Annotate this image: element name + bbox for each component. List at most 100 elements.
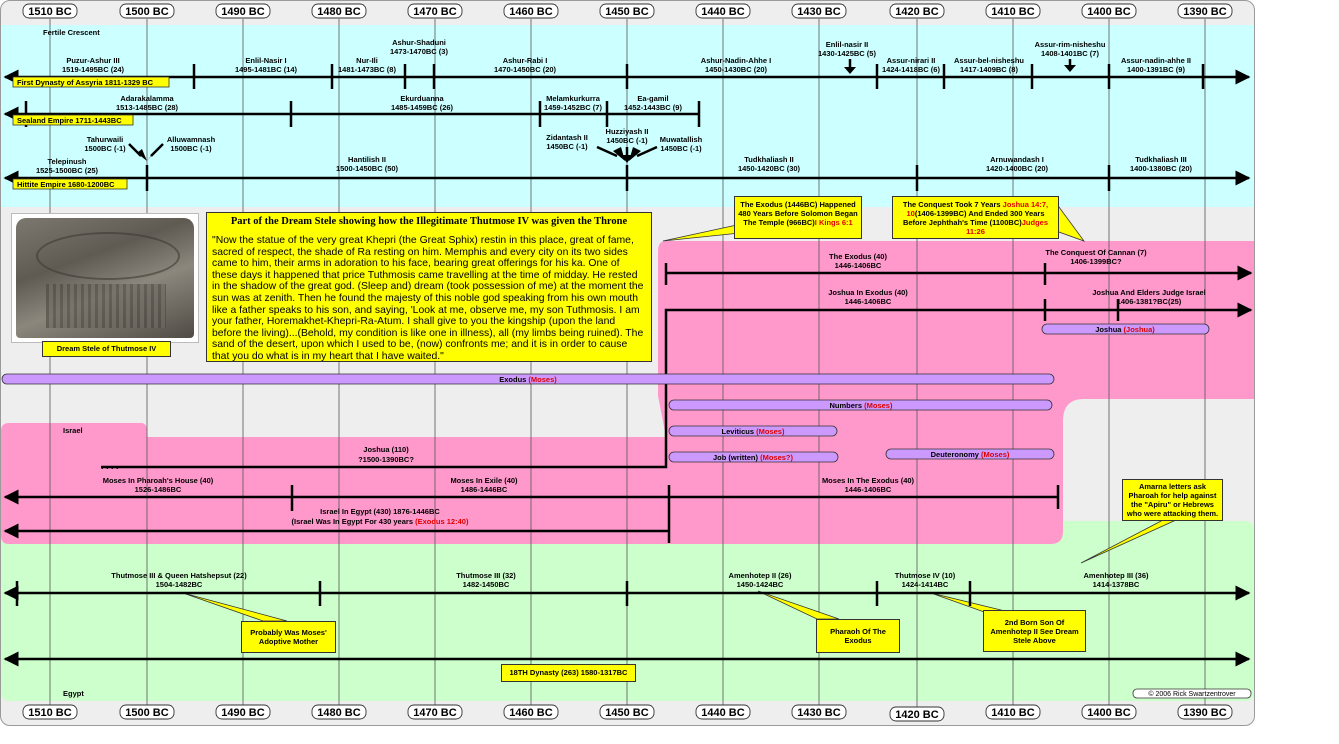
year-tick-box xyxy=(119,3,175,19)
year-tick-box xyxy=(1177,704,1233,720)
sealand-ruler-name: Adarakalamma xyxy=(120,94,174,103)
year-tick-label: 1460 BC xyxy=(509,6,552,18)
assyria-ruler-dates: 1417-1409BC (8) xyxy=(960,65,1018,74)
callout-conquest: The Conquest Took 7 Years Joshua 14:7, 1… xyxy=(892,196,1059,239)
exodus-years-dates: 1446-1406BC xyxy=(835,261,882,270)
hittite-ruler-name: Hantilish II xyxy=(348,155,386,164)
hittite-ruler-name: Huzziyash II xyxy=(606,127,649,136)
moses-pharaoh-label: Moses In Pharoah's House (40) xyxy=(103,476,214,485)
year-tick-box xyxy=(119,704,175,720)
assyria-ruler-dates: 1408-1401BC (7) xyxy=(1041,49,1099,58)
assyria-ruler-dates: 1519-1495BC (24) xyxy=(62,65,125,74)
israel-in-egypt-2: (Israel Was In Egypt For 430 years (Exod… xyxy=(292,517,469,526)
year-tick-label: 1440 BC xyxy=(701,6,744,18)
year-tick-label: 1420 BC xyxy=(895,709,938,721)
assyria-ruler-name: Enlil-Nasir I xyxy=(245,56,286,65)
year-tick-box xyxy=(1177,3,1233,19)
year-tick-label: 1510 BC xyxy=(28,707,71,719)
year-tick-box xyxy=(791,3,847,19)
year-tick-box xyxy=(791,704,847,720)
book-job: Job (written) (Moses?) xyxy=(713,453,794,462)
assyria-ruler-dates: 1424-1418BC (6) xyxy=(882,65,940,74)
egypt-ruler-name: Thutmose III (32) xyxy=(456,571,516,580)
year-tick-box xyxy=(695,3,751,19)
hittite-ruler-dates: 1500BC (-1) xyxy=(84,144,126,153)
assyria-ruler-name: Assur-nirari II xyxy=(887,56,936,65)
year-tick-label: 1430 BC xyxy=(797,707,840,719)
book-joshua: Joshua (Joshua) xyxy=(1095,325,1155,334)
sealand-ruler-dates: 1513-1485BC (28) xyxy=(116,103,179,112)
joshua-elders-label: Joshua And Elders Judge Israel xyxy=(1092,288,1206,297)
region-fertile: Fertile Crescent xyxy=(43,28,100,37)
callout-text: (1406-1399BC) And Ended 300 Years Before… xyxy=(902,209,1045,227)
year-tick-box xyxy=(503,704,559,720)
year-tick-box xyxy=(22,704,78,720)
assyria-ruler-name: Ashur-Nadin-Ahhe I xyxy=(701,56,771,65)
stele-title: Part of the Dream Stele showing how the … xyxy=(230,216,628,227)
exodus-years-label: The Exodus (40) xyxy=(829,252,887,261)
israel-in-egypt: Israel In Egypt (430) 1876-1446BC xyxy=(320,507,440,516)
hittite-ruler-name: Zidantash II xyxy=(546,133,588,142)
year-tick-label: 1500 BC xyxy=(125,6,168,18)
hittite-ruler-dates: 1450BC (-1) xyxy=(546,142,588,151)
egypt-ruler-name: Thutmose III & Queen Hatshepsut (22) xyxy=(111,571,247,580)
region-israel: Israel xyxy=(63,426,83,435)
year-tick-label: 1420 BC xyxy=(895,6,938,18)
callout-second-son: 2nd Born Son Of Amenhotep II See Dream S… xyxy=(983,610,1086,652)
hittite-ruler-dates: 1450BC (-1) xyxy=(660,144,702,153)
year-tick-box xyxy=(311,704,367,720)
assyria-ruler-name: Ashur-Rabi I xyxy=(503,56,548,65)
year-tick-box xyxy=(407,704,463,720)
year-tick-label: 1390 BC xyxy=(1183,707,1226,719)
joshua-life-dates: ?1500-1390BC? xyxy=(358,455,414,464)
year-tick-label: 1450 BC xyxy=(605,707,648,719)
year-tick-box xyxy=(22,3,78,19)
sealand-ruler-dates: 1485-1459BC (26) xyxy=(391,103,454,112)
stele-body: "Now the statue of the very great Khepri… xyxy=(212,235,644,362)
dream-stele-photo xyxy=(11,213,199,343)
assyria-ruler-dates: 1470-1450BC (20) xyxy=(494,65,557,74)
year-tick-box xyxy=(1081,704,1137,720)
book-exodus: Exodus (Moses) xyxy=(499,375,557,384)
moses-exile-dates: 1486-1446BC xyxy=(461,485,508,494)
callout-text: The Conquest Took 7 Years xyxy=(902,200,1001,209)
copyright: © 2006 Rick Swartzentrover xyxy=(1148,690,1236,698)
moses-exodus-label: Moses In The Exodus (40) xyxy=(822,476,915,485)
hittite-ruler-dates: 1525-1500BC (25) xyxy=(36,166,99,175)
hittite-ruler-name: Tahurwaili xyxy=(87,135,124,144)
year-tick-box xyxy=(599,704,655,720)
egypt-ruler-name: Amenhotep III (36) xyxy=(1083,571,1149,580)
assyria-ruler-dates: 1400-1391BC (9) xyxy=(1127,65,1185,74)
assyria-ruler-name: Nur-Ili xyxy=(356,56,378,65)
hittite-ruler-dates: 1400-1380BC (20) xyxy=(1130,164,1193,173)
year-tick-box xyxy=(985,704,1041,720)
assyria-banner: First Dynasty of Assyria 1811-1329 BC xyxy=(17,78,154,87)
photo-caption: Dream Stele of Thutmose IV xyxy=(42,341,171,357)
year-tick-box xyxy=(695,704,751,720)
egypt-ruler-name: Thutmose IV (10) xyxy=(895,571,956,580)
hittite-ruler-dates: 1500-1450BC (50) xyxy=(336,164,399,173)
hittite-ruler-name: Arnuwandash I xyxy=(990,155,1044,164)
assyria-ruler-name: Assur-rim-nisheshu xyxy=(1035,40,1106,49)
assyria-ruler-name: Assur-nadin-ahhe II xyxy=(1121,56,1191,65)
callout-pharaoh-exodus: Pharaoh Of The Exodus xyxy=(816,619,900,653)
conquest-label: The Conquest Of Cannan (7) xyxy=(1045,248,1147,257)
callout-ref: Joshua 14:7, 10 xyxy=(906,200,1049,218)
year-tick-box xyxy=(889,706,945,722)
ellipsis-dots: . . . . xyxy=(101,461,119,471)
year-tick-label: 1400 BC xyxy=(1087,707,1130,719)
dynasty-label: 18TH Dynasty (263) 1580-1317BC xyxy=(501,664,636,682)
hittite-ruler-dates: 1450-1420BC (30) xyxy=(738,164,801,173)
callout-ref: I Kings 6:1 xyxy=(814,218,853,227)
assyria-ruler-name: Ashur-Shaduni xyxy=(392,38,446,47)
hittite-ruler-dates: 1420-1400BC (20) xyxy=(986,164,1049,173)
sealand-ruler-name: Ekurduanna xyxy=(400,94,444,103)
year-tick-box xyxy=(311,3,367,19)
egypt-ruler-dates: 1424-1414BC xyxy=(902,580,949,589)
assyria-ruler-name: Enlil-nasir II xyxy=(826,40,869,49)
dream-stele-quote: Part of the Dream Stele showing how the … xyxy=(206,212,652,362)
year-tick-label: 1400 BC xyxy=(1087,6,1130,18)
year-tick-label: 1470 BC xyxy=(413,6,456,18)
sealand-banner: Sealand Empire 1711-1443BC xyxy=(17,116,122,125)
sealand-ruler-dates: 1452-1443BC (9) xyxy=(624,103,682,112)
